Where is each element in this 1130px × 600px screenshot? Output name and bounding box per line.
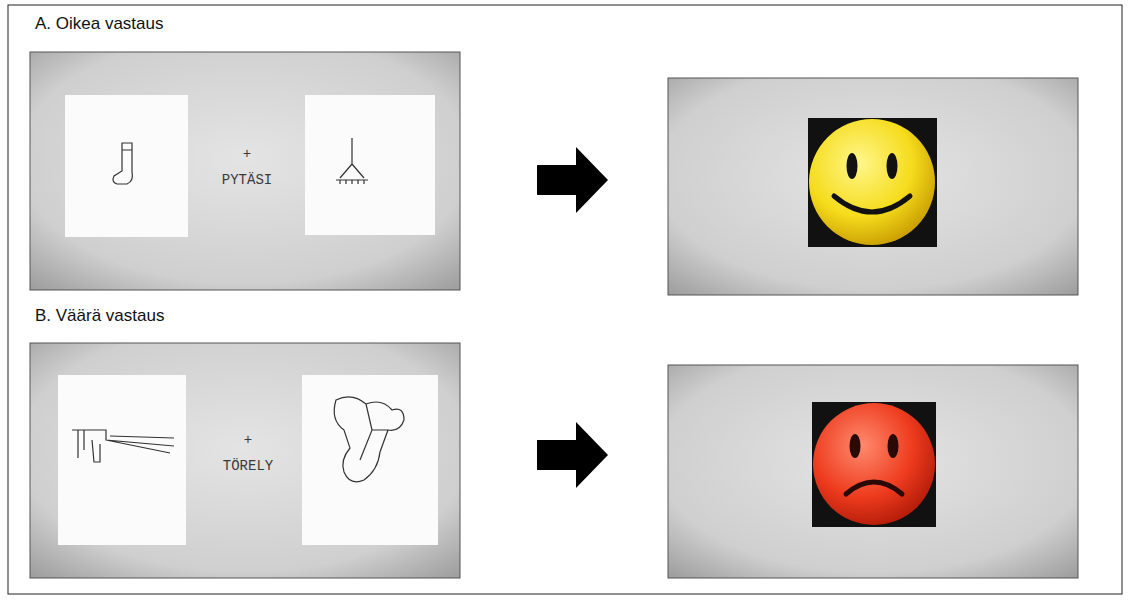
screen-photo	[668, 365, 1078, 578]
block-arrow	[537, 147, 608, 213]
pseudoword: TÖRELY	[223, 458, 273, 474]
face-eye	[850, 434, 861, 458]
emoji-backing	[808, 118, 937, 247]
face-eye	[888, 434, 899, 458]
face-smile	[834, 196, 910, 212]
picture-card	[58, 375, 186, 545]
tongs-drawing	[72, 430, 174, 462]
block-arrow	[537, 422, 608, 488]
screen-photo	[30, 343, 460, 578]
screen-photo	[668, 78, 1078, 295]
pseudoword: PYTÄSI	[222, 172, 272, 188]
rake-drawing	[336, 138, 368, 184]
picture-card	[302, 375, 438, 545]
fixation-cross: +	[243, 146, 251, 162]
outer-frame	[8, 5, 1122, 594]
screen-photo	[30, 52, 460, 290]
face-frown	[846, 482, 902, 494]
panel-heading: A. Oikea vastaus	[35, 14, 164, 34]
picture-card	[305, 95, 435, 235]
face-eye	[847, 153, 858, 179]
glove-drawing	[334, 397, 404, 482]
sock-drawing	[113, 143, 132, 184]
picture-card	[65, 95, 188, 237]
sad-face	[813, 403, 935, 525]
panel-heading: B. Väärä vastaus	[35, 306, 164, 326]
fixation-cross: +	[244, 432, 252, 448]
happy-face	[809, 119, 935, 245]
emoji-backing	[812, 402, 936, 527]
face-eye	[887, 153, 898, 179]
